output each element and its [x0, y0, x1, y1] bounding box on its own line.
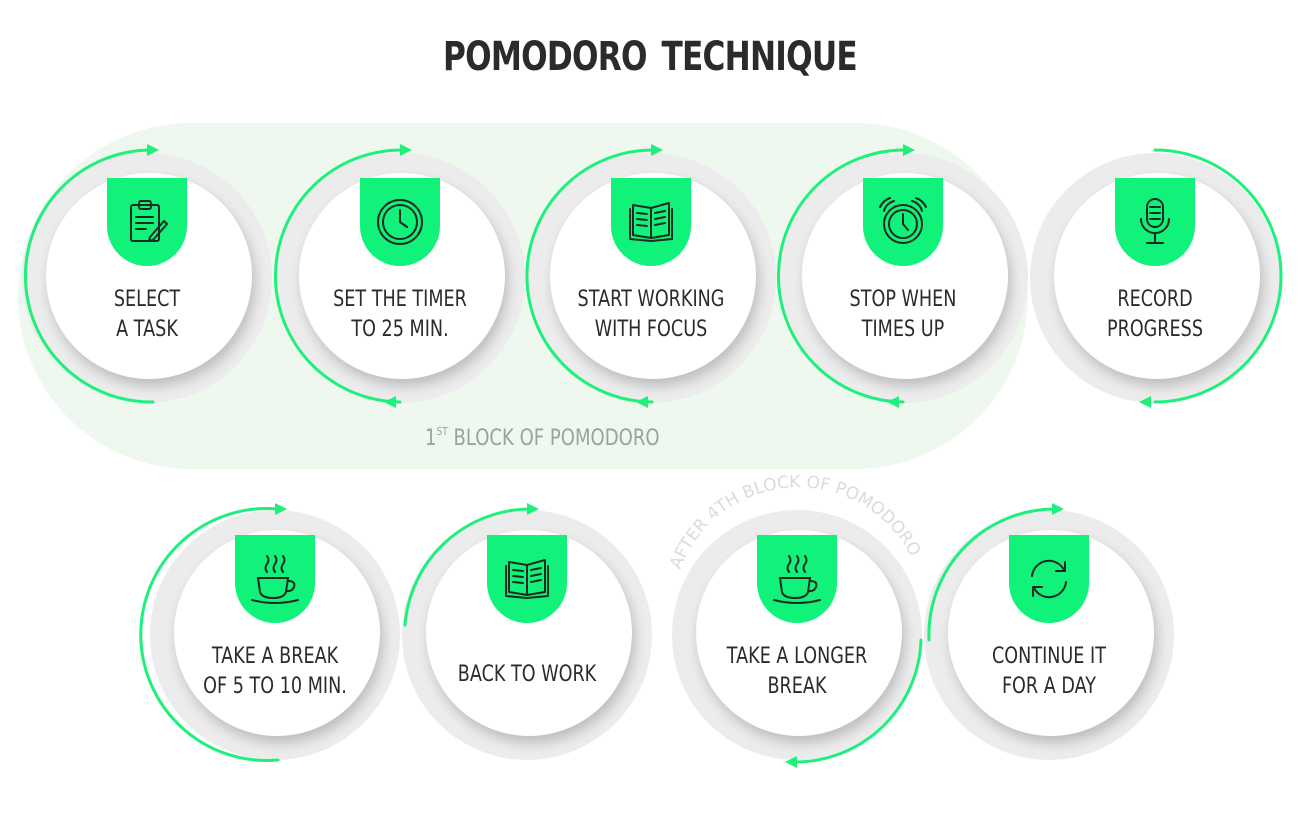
- alarm-clock-icon: [863, 178, 943, 266]
- step-back-to-work: BACK TO WORK: [402, 510, 652, 760]
- clock-icon: [360, 178, 440, 266]
- book-icon: [487, 535, 567, 623]
- step-label: BACK TO WORK: [457, 662, 597, 687]
- page-title: POMODORO TECHNIQUE: [443, 34, 858, 80]
- microphone-icon: [1115, 178, 1195, 266]
- book-icon: [611, 178, 691, 266]
- first-block-label: 1ST BLOCK OF POMODORO: [425, 424, 660, 451]
- coffee-cup-icon: [757, 535, 837, 623]
- coffee-cup-icon: [235, 535, 315, 623]
- clipboard-icon: [107, 178, 187, 266]
- refresh-icon: [1009, 535, 1089, 623]
